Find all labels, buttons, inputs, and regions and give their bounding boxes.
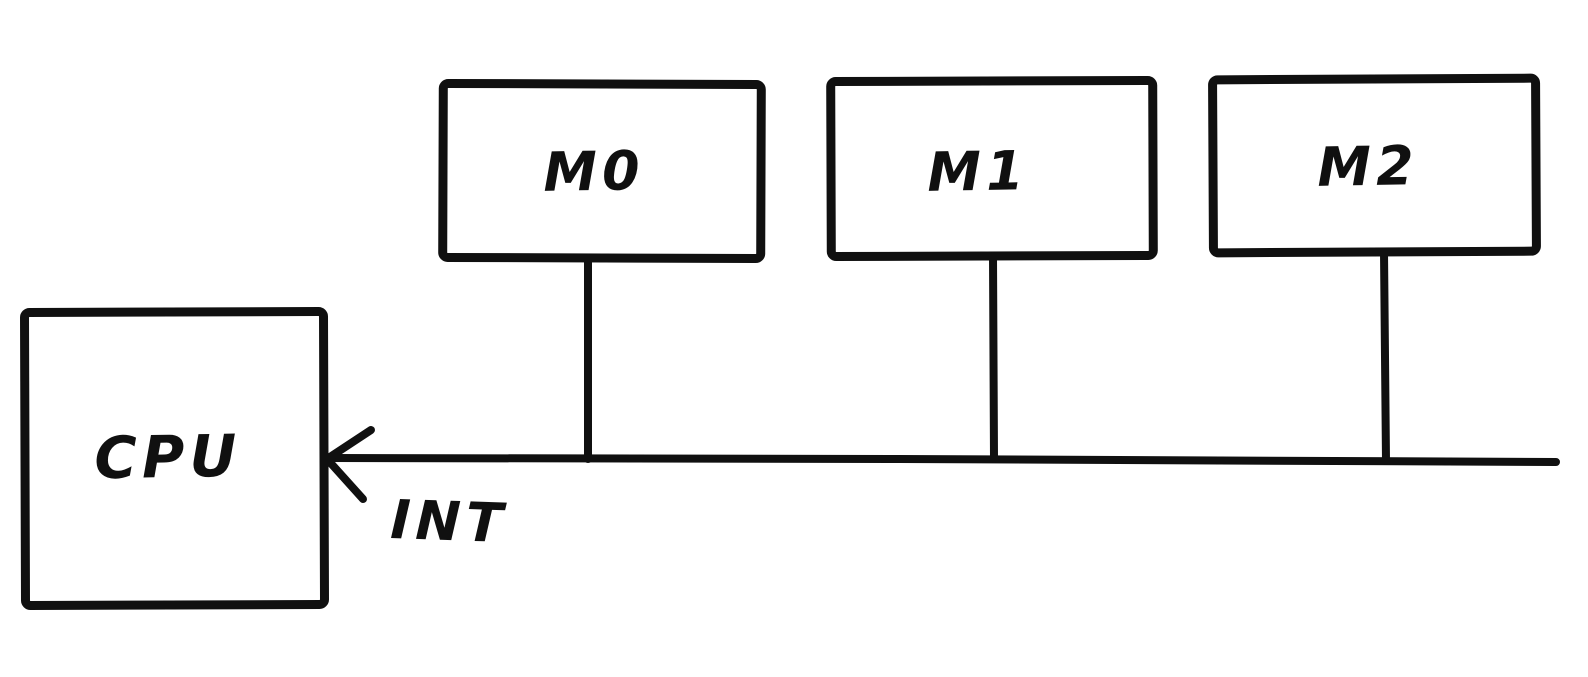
cpu-label: CPU bbox=[94, 422, 242, 493]
bus-line bbox=[326, 454, 1560, 466]
m1-drop-line bbox=[989, 252, 998, 463]
int-label: INT bbox=[389, 488, 508, 555]
m2-drop-line bbox=[1380, 248, 1390, 465]
m1-label: M1 bbox=[927, 139, 1029, 204]
m0-box bbox=[438, 78, 766, 264]
m0-label: M0 bbox=[543, 139, 645, 204]
m2-label: M2 bbox=[1317, 134, 1419, 199]
m2-box bbox=[1208, 73, 1541, 258]
bus-arrowhead-icon bbox=[323, 426, 375, 503]
